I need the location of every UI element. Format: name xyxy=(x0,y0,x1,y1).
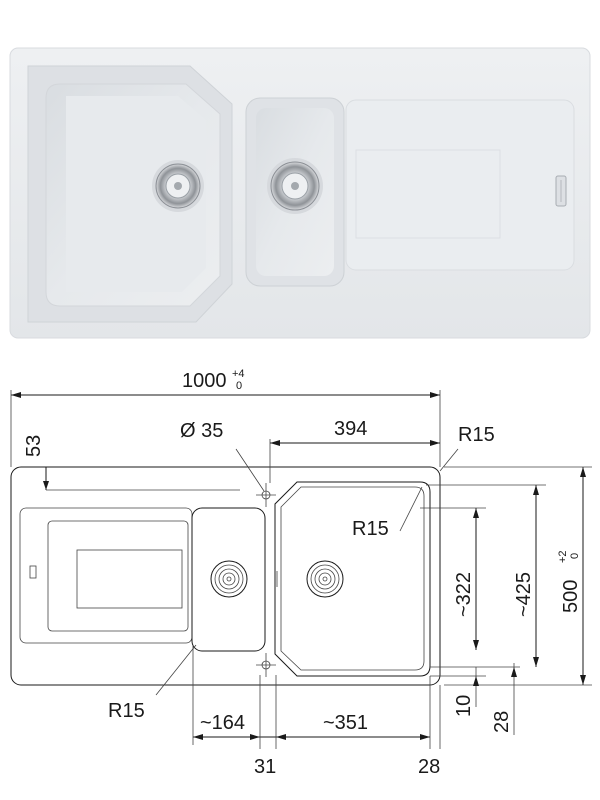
bowl-radius-label: R15 xyxy=(352,518,389,540)
main-bowl-inner xyxy=(280,486,425,671)
bowl-depth-label: ~322 xyxy=(453,572,475,617)
tap-hole-bottom xyxy=(256,653,276,677)
drainer-inner xyxy=(47,520,189,632)
dim-bowl-width-top xyxy=(269,439,440,483)
dim-bottom-offsets xyxy=(430,663,520,735)
overall-depth-tol-lower: 0 xyxy=(569,553,581,559)
dim-inner-depth xyxy=(426,484,546,667)
main-bowl-width-label: ~351 xyxy=(323,712,368,734)
overall-width-tol-lower: 0 xyxy=(236,380,242,392)
bottom-offset-b-label: 28 xyxy=(491,711,513,733)
dim-top-margin xyxy=(43,467,240,491)
small-bowl-drain-symbol xyxy=(210,560,248,598)
right-margin-label: 28 xyxy=(418,756,440,778)
outer-radius-label: R15 xyxy=(458,424,495,446)
large-bowl-floor xyxy=(66,96,206,292)
small-bowl-outline xyxy=(191,507,266,652)
small-bowl-radius-label: R15 xyxy=(108,700,145,722)
gap-width-label: 31 xyxy=(254,756,276,778)
top-margin-label: 53 xyxy=(23,435,45,457)
small-bowl-width-label: ~164 xyxy=(200,712,245,734)
overall-width-tol-upper: +4 xyxy=(232,368,245,380)
overall-width-label: 1000 xyxy=(182,370,227,392)
bottom-offset-a-label: 10 xyxy=(453,695,475,717)
overall-depth-tol-upper: +2 xyxy=(557,550,569,563)
small-bowl-drain xyxy=(267,158,323,214)
drainer-area xyxy=(345,99,575,271)
dim-overall-depth xyxy=(444,466,592,686)
drainer-outline xyxy=(19,507,193,644)
bowl-width-top-label: 394 xyxy=(334,418,367,440)
sink-outline xyxy=(10,466,441,686)
drainer-recess xyxy=(76,549,183,609)
large-bowl-drain xyxy=(152,160,204,212)
sink-product-photo xyxy=(9,47,591,339)
overflow-slot xyxy=(29,565,37,579)
inner-depth-label: ~425 xyxy=(513,572,535,617)
dim-bowl-depth xyxy=(420,507,486,650)
tap-hole-diameter-label: Ø 35 xyxy=(180,420,223,442)
tap-hole-top xyxy=(256,483,276,507)
overall-depth-label: 500 xyxy=(560,580,582,613)
main-bowl-drain-symbol xyxy=(306,560,344,598)
drainer-recess xyxy=(355,149,501,239)
dim-overall-width xyxy=(10,390,441,467)
dim-bottom-widths xyxy=(192,645,441,749)
sink-dimension-drawing: 1000 +4 0 53 Ø 35 394 R15 R15 R15 ~322 xyxy=(10,368,592,778)
main-bowl-outline xyxy=(274,481,431,677)
